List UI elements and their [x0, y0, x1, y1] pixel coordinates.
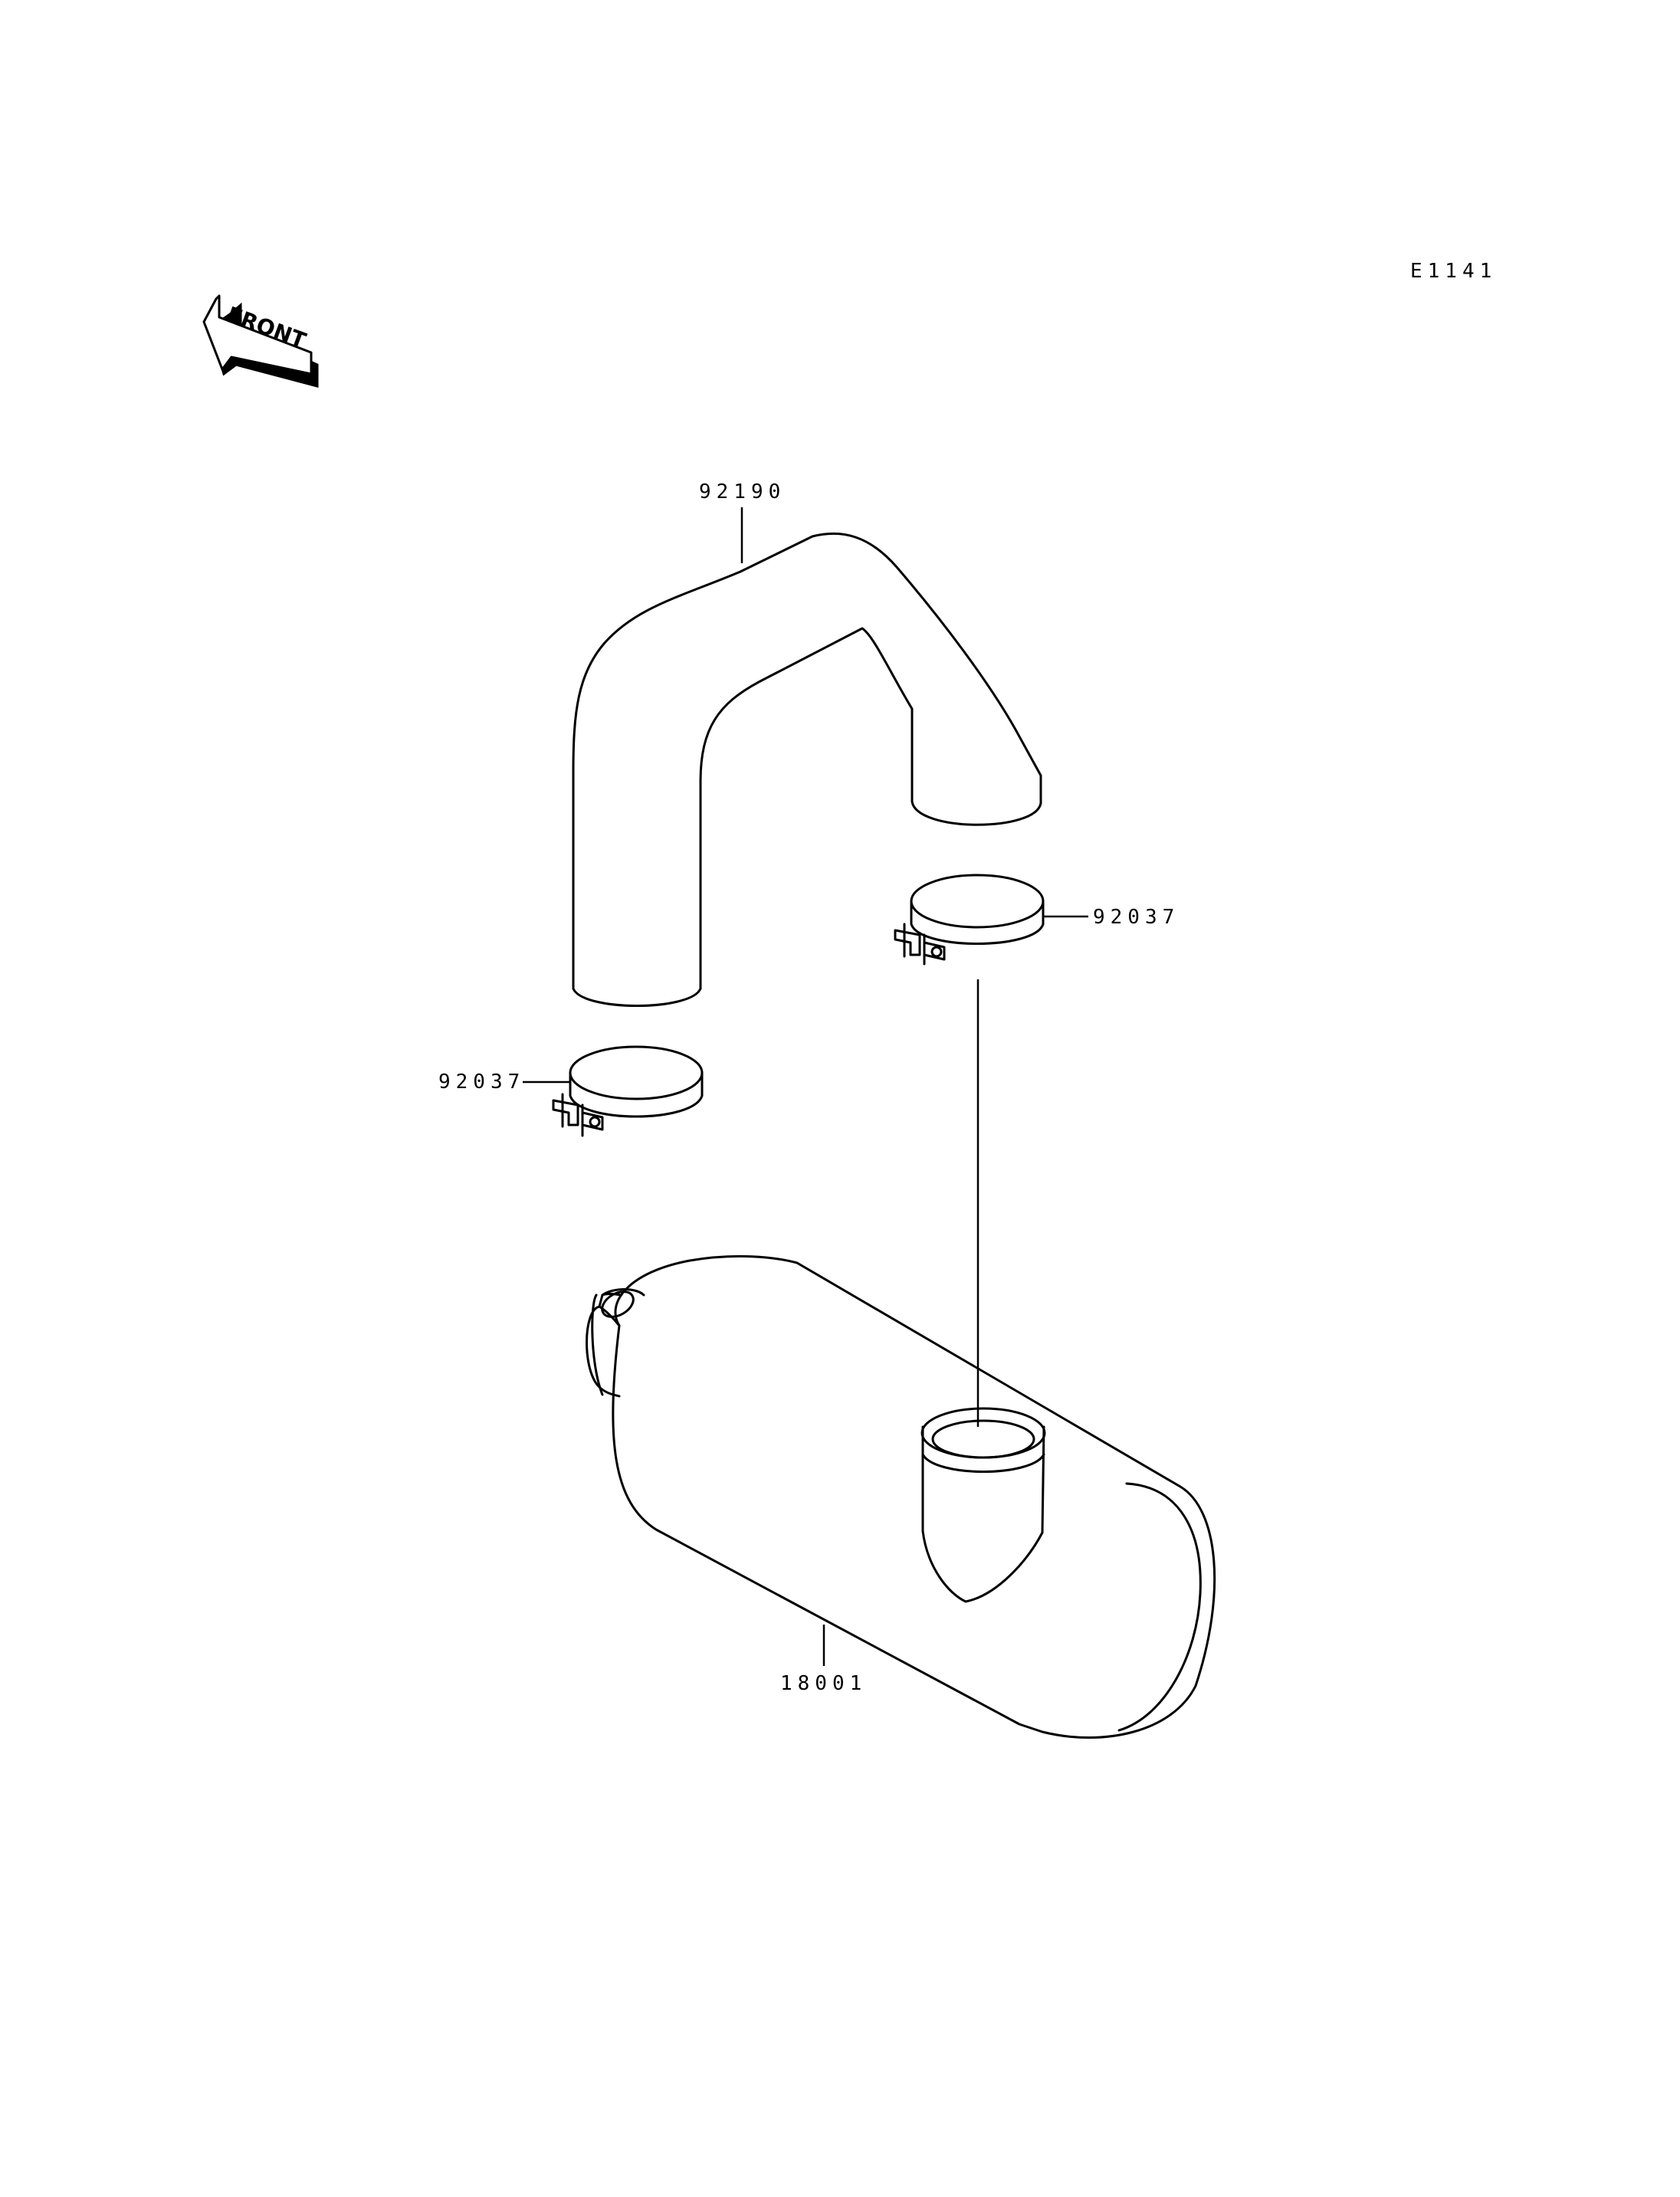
diagram-code: E1141	[1410, 260, 1497, 283]
label-92037-upper: 92037	[1093, 906, 1180, 929]
leader-lines	[523, 507, 1088, 1666]
front-arrow-icon: FRONT	[202, 294, 319, 388]
label-92190: 92190	[699, 480, 786, 503]
silencer-18001	[586, 1254, 1216, 1739]
label-92037-lower: 92037	[438, 1071, 525, 1094]
label-18001: 18001	[780, 1672, 867, 1695]
clamp-upper-92037	[894, 874, 1045, 966]
clamp-lower-92037	[552, 1045, 704, 1137]
hose-92190	[572, 532, 1042, 1007]
